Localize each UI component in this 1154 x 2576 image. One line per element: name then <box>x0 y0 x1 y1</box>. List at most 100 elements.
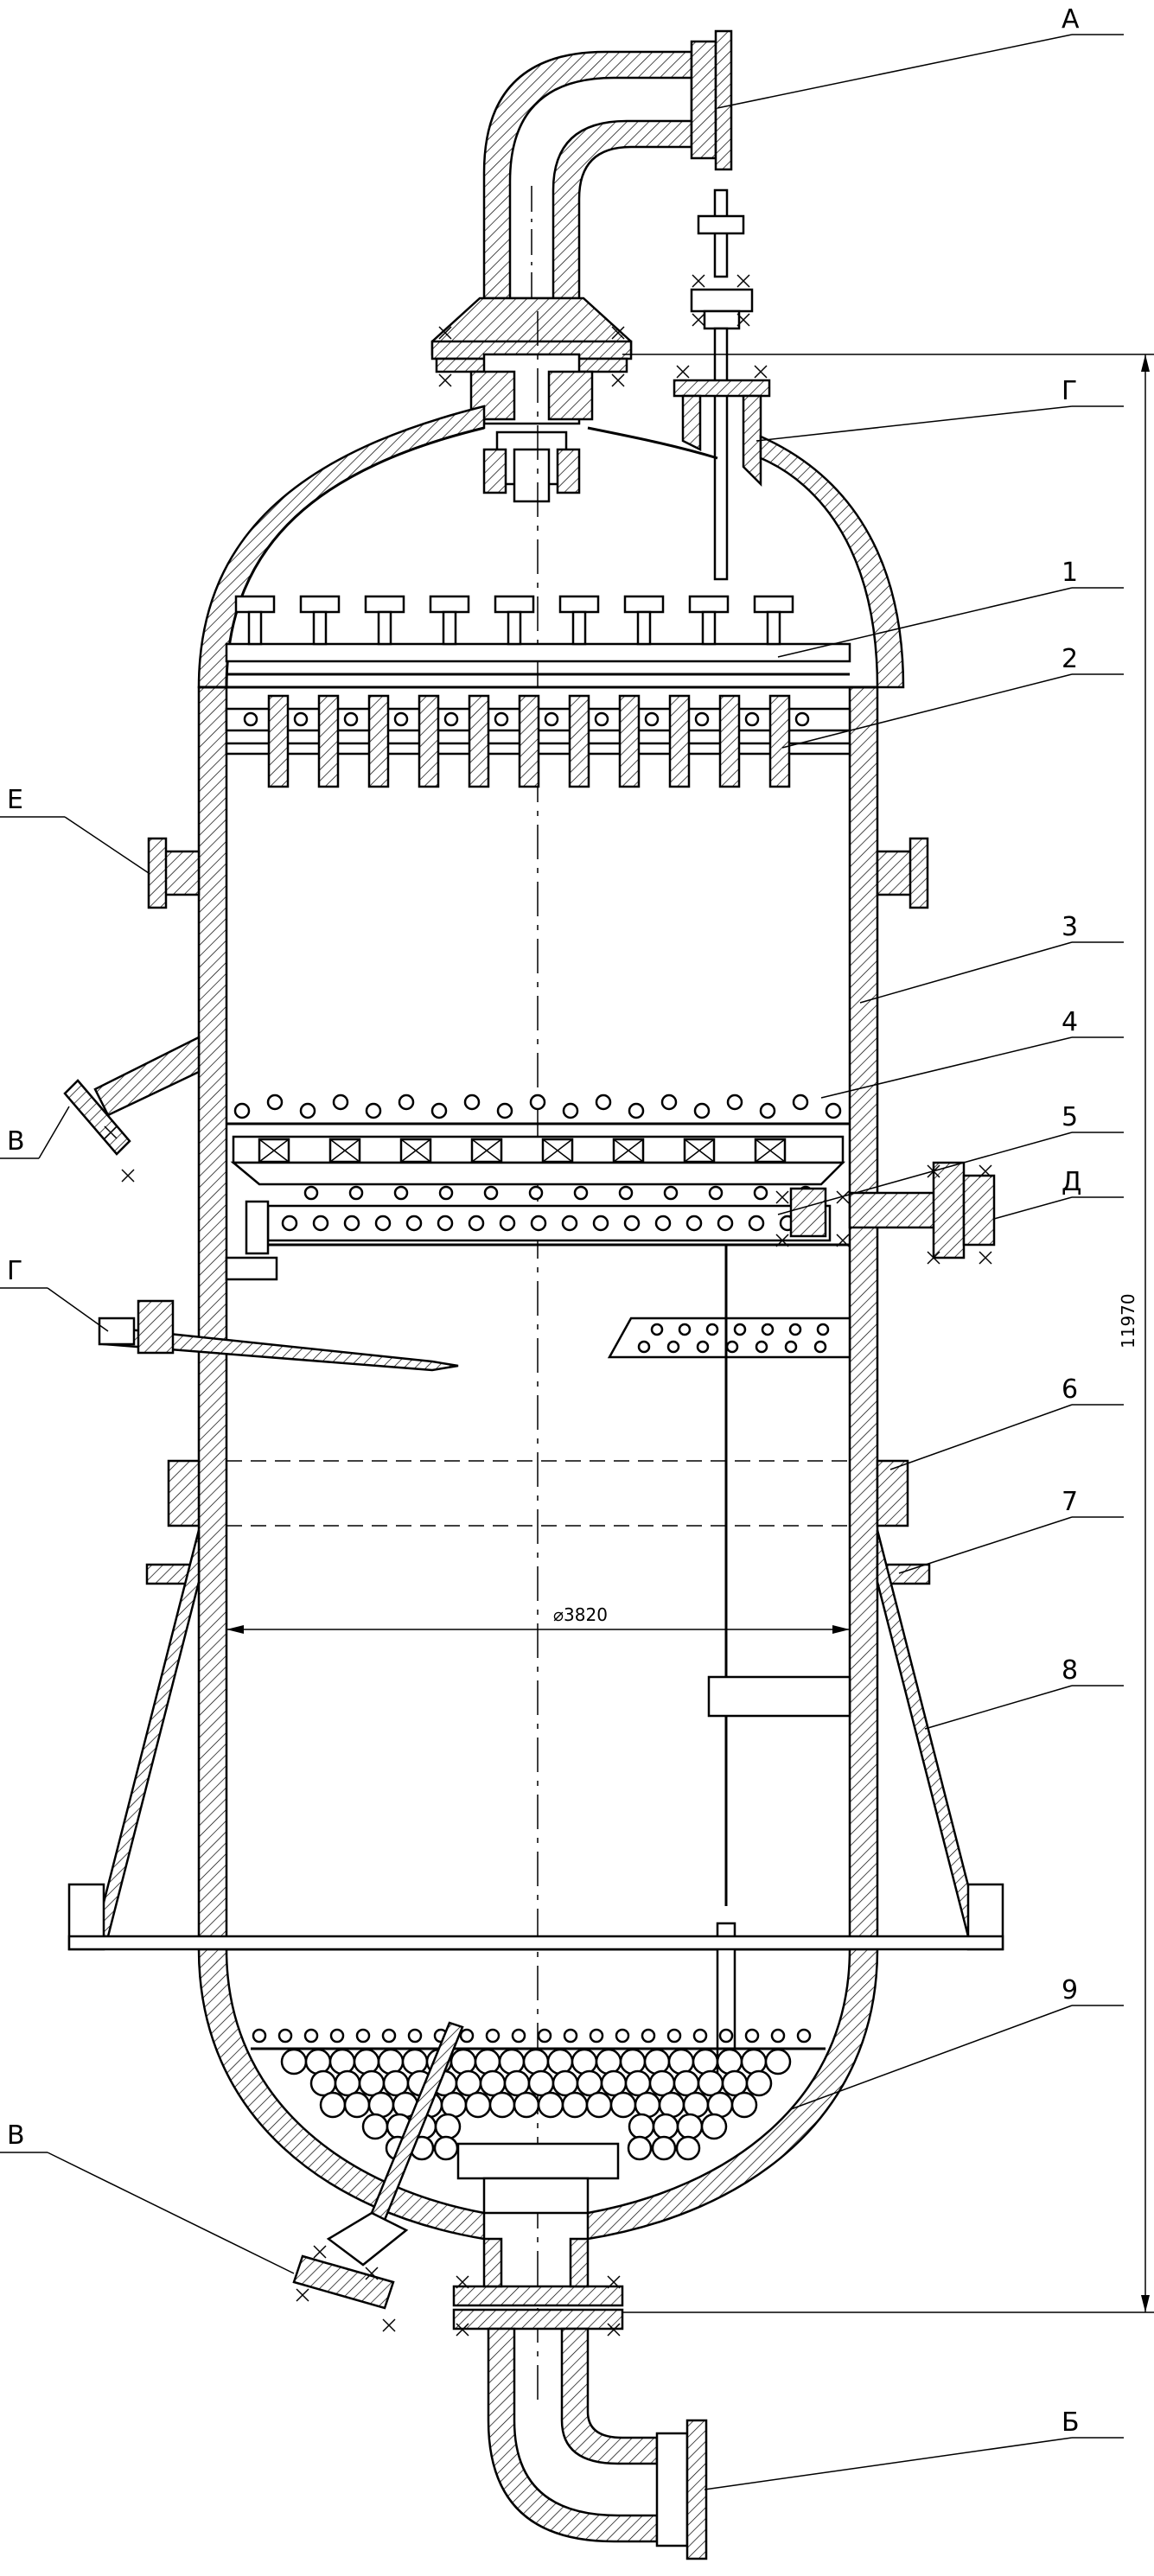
label-7: 7 <box>1062 1487 1078 1517</box>
bolt-cross <box>382 2318 396 2332</box>
baffle-hole <box>788 1323 802 1336</box>
ball <box>571 2048 598 2075</box>
nozzle-d <box>789 1161 996 1259</box>
plate-hole <box>496 1102 513 1119</box>
cross-boxes <box>258 1138 787 1164</box>
ball-small <box>303 2028 319 2044</box>
ball-small <box>692 2028 708 2044</box>
plate-hole <box>398 1094 415 1111</box>
bolt-crosses <box>104 274 992 2337</box>
baffle-hole <box>637 1340 651 1354</box>
label-e: Е <box>7 785 23 815</box>
distributor-tees <box>234 595 794 646</box>
baffle-hole <box>784 1340 798 1354</box>
baffle-hole <box>666 1340 680 1354</box>
tee-cap <box>234 595 276 614</box>
ball <box>433 2135 459 2161</box>
ball-small <box>589 2028 604 2044</box>
bolt-cross <box>927 1164 940 1178</box>
ball-small <box>641 2028 656 2044</box>
plate-hole <box>233 1102 251 1119</box>
baffle-hole <box>678 1323 692 1336</box>
ball <box>522 2048 550 2075</box>
ball <box>643 2048 671 2075</box>
grid-bars <box>243 694 810 788</box>
plate-hole <box>365 1102 382 1119</box>
header-top-hole <box>708 1185 724 1201</box>
bolt-cross <box>365 2267 379 2280</box>
ball <box>634 2091 661 2119</box>
tee-stem <box>377 610 392 646</box>
plate-hole <box>660 1094 678 1111</box>
bolt-cross <box>836 1234 850 1247</box>
ball-small <box>329 2028 345 2044</box>
grid-hole <box>544 711 559 727</box>
nozzle-v-upper <box>63 1035 201 1156</box>
ball <box>628 2113 655 2140</box>
cross-line <box>329 1138 360 1163</box>
ball <box>440 2091 468 2119</box>
cross-line <box>684 1138 715 1163</box>
bolt-cross <box>836 1190 850 1204</box>
plate-hole <box>299 1102 316 1119</box>
cross-line <box>258 1138 290 1163</box>
header-top-hole <box>528 1185 544 1201</box>
label-9: 9 <box>1062 1975 1078 2005</box>
ball-small <box>511 2028 526 2044</box>
tee-stem <box>571 610 587 646</box>
baffle-holes <box>637 1323 830 1354</box>
ball-small <box>666 2028 682 2044</box>
grid-hole <box>794 711 810 727</box>
ball-small <box>796 2028 812 2044</box>
bolt-cross <box>438 326 452 340</box>
grid-hole <box>393 711 409 727</box>
ball-small <box>355 2028 371 2044</box>
bolt-cross <box>296 2288 309 2302</box>
bolt-cross <box>607 2323 621 2337</box>
plate-hole <box>726 1094 743 1111</box>
bolt-cross <box>736 274 750 288</box>
header-top-hole <box>438 1185 454 1201</box>
header-hole <box>623 1215 641 1232</box>
ball <box>706 2091 734 2119</box>
plate-hole <box>759 1102 776 1119</box>
tee-cap <box>753 595 794 614</box>
bolt-cross <box>692 274 705 288</box>
ball <box>546 2048 574 2075</box>
grid-hole <box>594 711 609 727</box>
header-hole <box>654 1215 672 1232</box>
ball <box>692 2048 719 2075</box>
ball <box>304 2048 332 2075</box>
ball <box>328 2048 356 2075</box>
baffle-hole <box>816 1323 830 1336</box>
label-8: 8 <box>1062 1655 1078 1686</box>
ball <box>667 2048 695 2075</box>
header-top-hole <box>573 1185 589 1201</box>
tee-stem <box>507 610 522 646</box>
bolt-cross <box>979 1164 992 1178</box>
tee-cap <box>688 595 730 614</box>
ball-small <box>615 2028 630 2044</box>
ball <box>595 2048 622 2075</box>
ball <box>449 2048 477 2075</box>
bolt-cross <box>611 373 625 387</box>
ball-small <box>485 2028 500 2044</box>
distributor-top <box>225 642 851 676</box>
height-dimension: 11970 <box>605 354 1154 2313</box>
ball <box>676 2113 704 2140</box>
header-hole <box>530 1215 547 1232</box>
grid-bar <box>367 694 390 788</box>
grid-bar <box>317 694 340 788</box>
label-6: 6 <box>1062 1374 1078 1405</box>
collector-5 <box>259 1204 850 1247</box>
ball <box>488 2091 516 2119</box>
grid-hole <box>243 711 258 727</box>
plate-hole <box>628 1102 645 1119</box>
diameter-label: ⌀3820 <box>553 1604 608 1625</box>
cross-line <box>755 1138 786 1163</box>
tee-cap <box>494 595 535 614</box>
perforation-holes-5 <box>281 1185 813 1232</box>
grid-bar <box>618 694 641 788</box>
tee-cap <box>364 595 405 614</box>
ball <box>740 2048 768 2075</box>
